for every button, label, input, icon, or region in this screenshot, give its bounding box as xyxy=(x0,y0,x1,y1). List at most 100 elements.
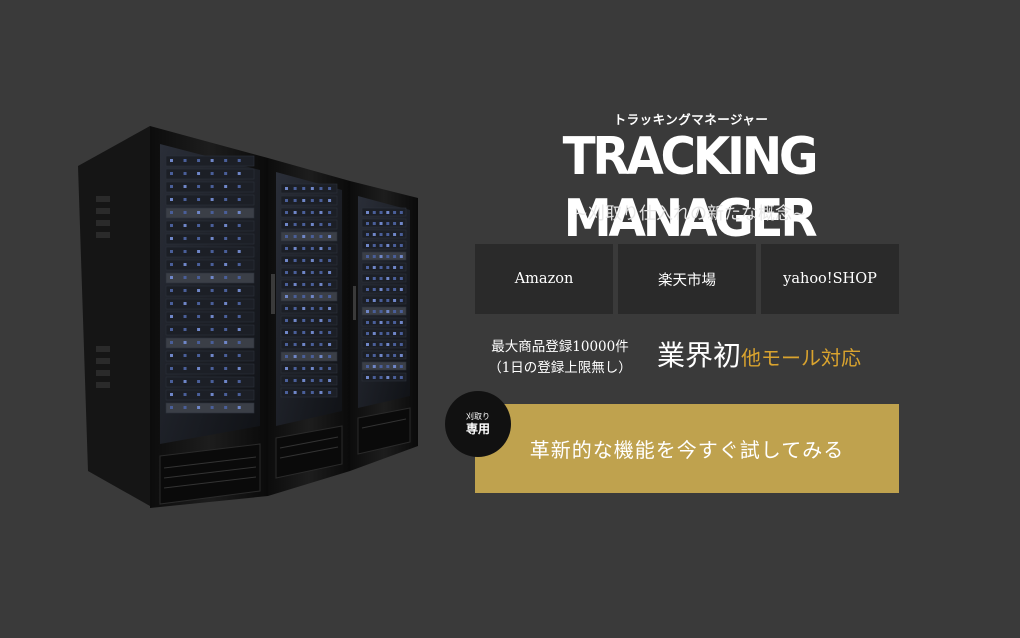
rack-led xyxy=(386,255,390,258)
rack-led xyxy=(293,271,297,274)
rack-led xyxy=(393,365,397,368)
rack-led xyxy=(310,259,314,262)
rack-unit xyxy=(361,372,407,382)
rack-unit xyxy=(165,363,255,375)
rack-led xyxy=(197,185,201,188)
rack-led xyxy=(386,376,390,379)
rack-led xyxy=(310,379,314,382)
rack-led xyxy=(328,319,332,322)
rack-led xyxy=(399,244,403,247)
rack-unit xyxy=(165,324,255,336)
rack-led xyxy=(372,266,376,269)
rack-unit xyxy=(280,303,338,314)
rack-led xyxy=(366,343,369,346)
rack-led xyxy=(302,283,306,286)
rack-led xyxy=(237,354,241,357)
rack-led xyxy=(366,244,369,247)
rack-led xyxy=(210,237,214,240)
rack-unit xyxy=(165,181,255,193)
rack-unit xyxy=(280,315,338,326)
rack-led xyxy=(310,343,314,346)
rack-led xyxy=(386,343,390,346)
rack-led xyxy=(197,276,201,279)
rack-led xyxy=(237,250,241,253)
rack-led xyxy=(285,319,288,322)
rack-led xyxy=(302,343,306,346)
server-rack-icon xyxy=(78,126,418,508)
rack-led xyxy=(197,250,201,253)
rack-led xyxy=(170,159,173,162)
rack-led xyxy=(293,355,297,358)
rack-led xyxy=(386,222,390,225)
rack-led xyxy=(197,341,201,344)
rack-unit xyxy=(165,272,255,284)
rack-led xyxy=(224,185,228,188)
try-now-button[interactable]: 革新的な機能を今すぐ試してみる xyxy=(475,404,899,493)
rack-led xyxy=(197,198,201,201)
rack-led xyxy=(372,233,376,236)
rack-led xyxy=(197,367,201,370)
rack-led xyxy=(379,321,383,324)
rack-led xyxy=(372,365,376,368)
rack-led xyxy=(319,259,323,262)
rack-unit xyxy=(361,240,407,250)
rack-led xyxy=(319,211,323,214)
rack-led xyxy=(393,321,397,324)
rack-led xyxy=(302,319,306,322)
rack-led xyxy=(328,259,332,262)
rack-led xyxy=(224,302,228,305)
rack-led xyxy=(366,376,369,379)
rack-led xyxy=(319,343,323,346)
rack-led xyxy=(210,367,214,370)
rack-led xyxy=(197,406,201,409)
rack-led xyxy=(302,211,306,214)
rack-led xyxy=(366,233,369,236)
rack-led xyxy=(393,255,397,258)
rack-led xyxy=(302,235,306,238)
rack-led xyxy=(393,277,397,280)
rack-led xyxy=(393,266,397,269)
rack-led xyxy=(237,198,241,201)
rack-led xyxy=(224,224,228,227)
rack-led xyxy=(170,289,173,292)
rack-unit xyxy=(165,155,255,167)
rack-led xyxy=(372,354,376,357)
rack-led xyxy=(366,299,369,302)
rack-led xyxy=(319,367,323,370)
rack-led xyxy=(170,341,173,344)
rack-unit xyxy=(361,328,407,338)
rack-led xyxy=(366,266,369,269)
rack-led xyxy=(285,343,288,346)
rack-led xyxy=(399,321,403,324)
rack-unit xyxy=(361,295,407,305)
rack-led xyxy=(197,289,201,292)
rack-led xyxy=(170,263,173,266)
rack-unit xyxy=(280,339,338,350)
rack-unit xyxy=(280,267,338,278)
rack-led xyxy=(183,198,187,201)
rack-led xyxy=(237,289,241,292)
rack-led xyxy=(293,391,297,394)
rack-led xyxy=(379,266,383,269)
rack-led xyxy=(285,379,288,382)
rack-led xyxy=(210,159,214,162)
rack-unit xyxy=(165,194,255,206)
rack-led xyxy=(310,295,314,298)
rack-unit xyxy=(361,273,407,283)
rack-led xyxy=(285,187,288,190)
rack-led xyxy=(319,307,323,310)
rack-unit xyxy=(361,251,407,261)
rack-led xyxy=(386,321,390,324)
rack-unit xyxy=(280,327,338,338)
rack-led xyxy=(319,235,323,238)
rack-led xyxy=(183,341,187,344)
rack-led xyxy=(197,263,201,266)
rack-led xyxy=(399,255,403,258)
rack-led xyxy=(302,187,306,190)
rack-led xyxy=(237,302,241,305)
rack-led xyxy=(210,315,214,318)
rack-led xyxy=(366,354,369,357)
rack-unit xyxy=(361,361,407,371)
rack-led xyxy=(372,321,376,324)
rack-led xyxy=(302,367,306,370)
